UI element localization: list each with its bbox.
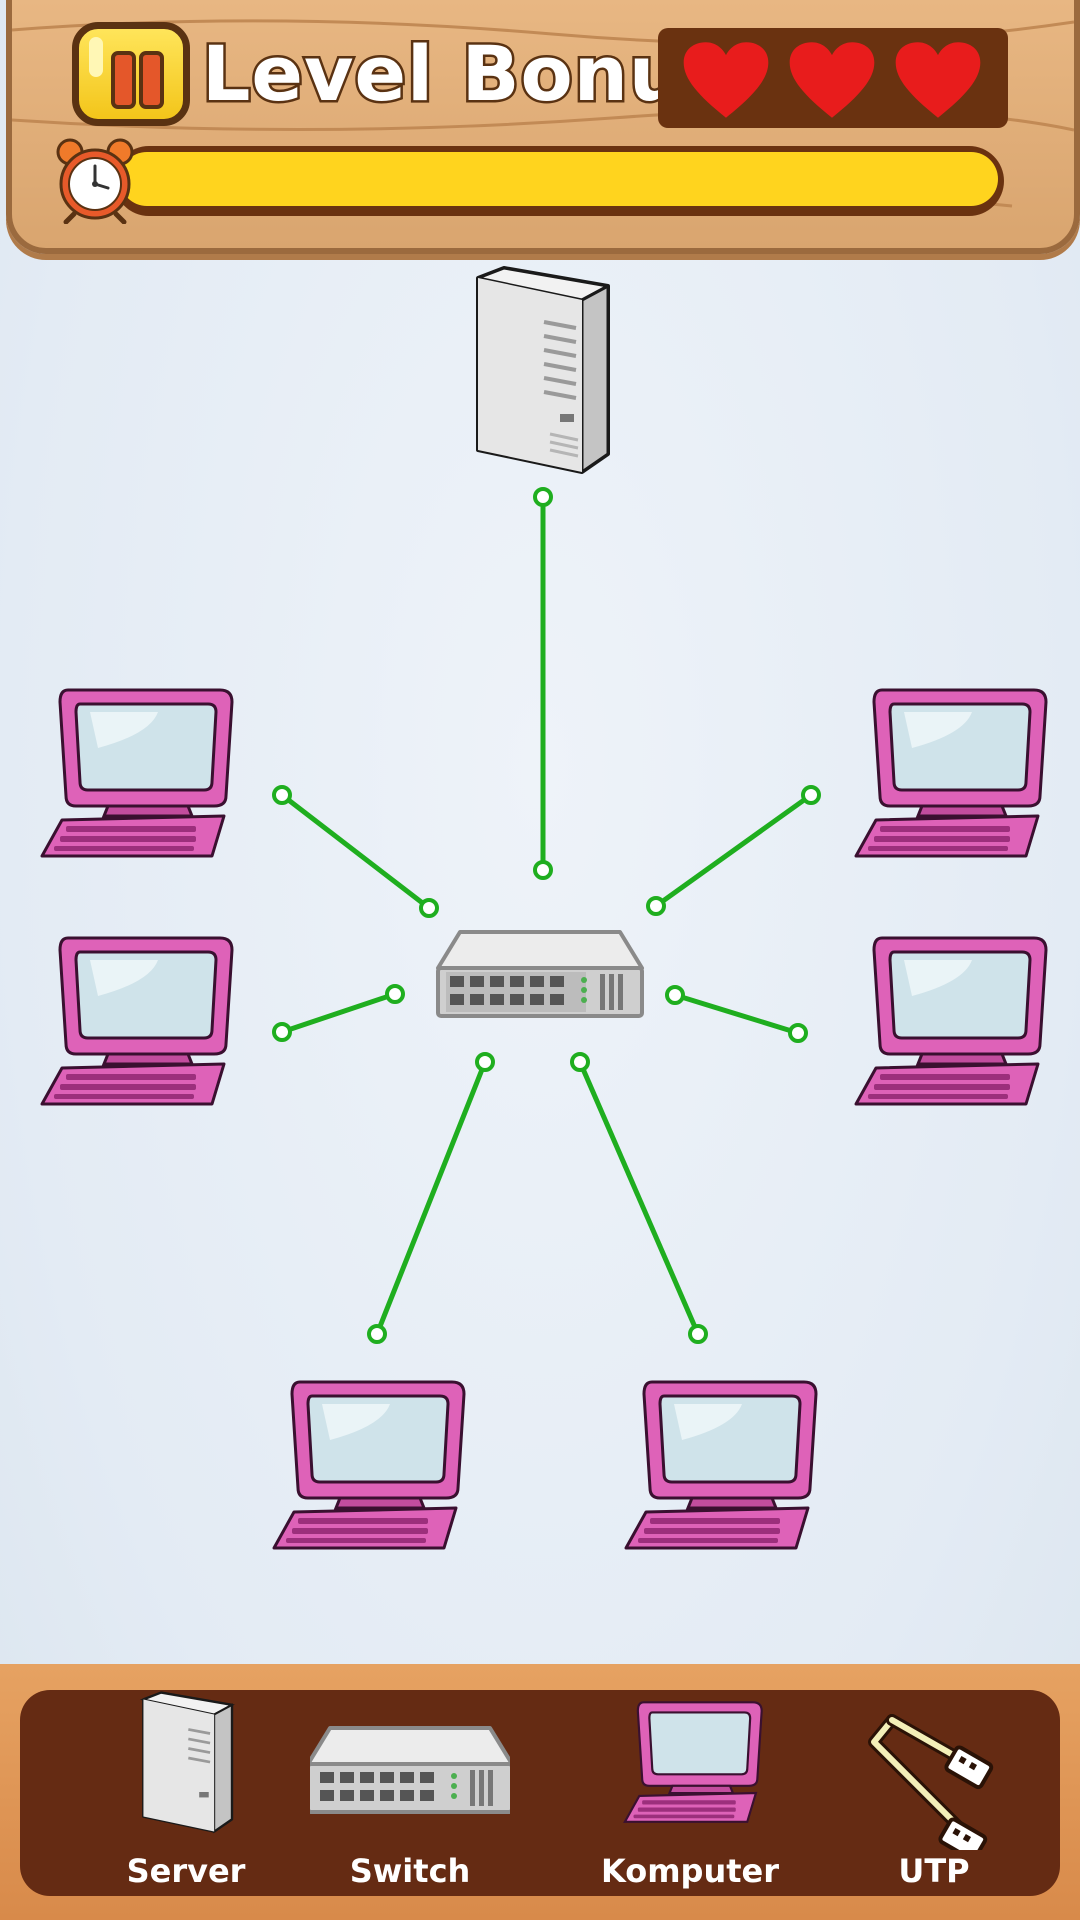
utp-cable-icon (868, 1714, 994, 1850)
switch-icon (310, 1726, 510, 1814)
computer-device[interactable] (852, 932, 1048, 1110)
lives-box (658, 28, 1008, 128)
pause-button[interactable] (72, 22, 190, 126)
top-panel: Level Bonus (6, 0, 1080, 254)
pause-icon (111, 51, 136, 109)
wire-computer-left-top[interactable] (280, 793, 431, 910)
tray-label-server: Server (126, 1852, 246, 1890)
alarm-clock-icon (56, 138, 134, 224)
connector-dot[interactable] (665, 985, 685, 1005)
wire-computer-left-mid[interactable] (281, 991, 396, 1035)
tray-label-computer: Komputer (600, 1852, 780, 1890)
connector-dot[interactable] (385, 984, 405, 1004)
connector-dot[interactable] (533, 487, 553, 507)
connector-dot[interactable] (272, 1022, 292, 1042)
server-device[interactable] (470, 264, 610, 476)
computer-device[interactable] (852, 684, 1048, 862)
wire-computer-right-mid[interactable] (674, 992, 799, 1036)
switch-device[interactable] (434, 928, 646, 1020)
computer-icon (623, 1701, 763, 1823)
connector-dot[interactable] (688, 1324, 708, 1344)
wire-computer-right-top[interactable] (654, 792, 813, 909)
computer-device[interactable] (38, 932, 234, 1110)
heart-icon (683, 42, 769, 118)
connector-dot[interactable] (475, 1052, 495, 1072)
connector-dot[interactable] (272, 785, 292, 805)
connector-dot[interactable] (646, 896, 666, 916)
pause-button-shine (89, 37, 103, 77)
heart-icon (789, 42, 875, 118)
timer-bar-fill (120, 152, 998, 206)
connector-dot[interactable] (788, 1023, 808, 1043)
computer-device[interactable] (38, 684, 234, 862)
wire-computer-bottom-right[interactable] (577, 1061, 701, 1335)
connector-dot[interactable] (419, 898, 439, 918)
device-tray: Server (20, 1690, 1060, 1896)
wire-computer-bottom-left[interactable] (374, 1061, 488, 1335)
pause-icon-bar (139, 51, 164, 109)
connector-dot[interactable] (367, 1324, 387, 1344)
tray-item-server[interactable]: Server (86, 1690, 286, 1896)
computer-device[interactable] (270, 1376, 466, 1554)
tray-item-utp[interactable]: UTP (834, 1690, 1034, 1896)
connector-dot[interactable] (570, 1052, 590, 1072)
tray-label-switch: Switch (349, 1852, 471, 1890)
level-title: Level Bonus (199, 27, 731, 121)
computer-device[interactable] (622, 1376, 818, 1554)
connector-dot[interactable] (801, 785, 821, 805)
tray-label-utp: UTP (898, 1852, 970, 1890)
tray-item-switch[interactable]: Switch (310, 1690, 510, 1896)
server-icon (139, 1691, 235, 1834)
heart-icon (895, 42, 981, 118)
timer-bar (114, 146, 1004, 216)
connector-dot[interactable] (533, 860, 553, 880)
tray-item-computer[interactable]: Komputer (590, 1690, 790, 1896)
